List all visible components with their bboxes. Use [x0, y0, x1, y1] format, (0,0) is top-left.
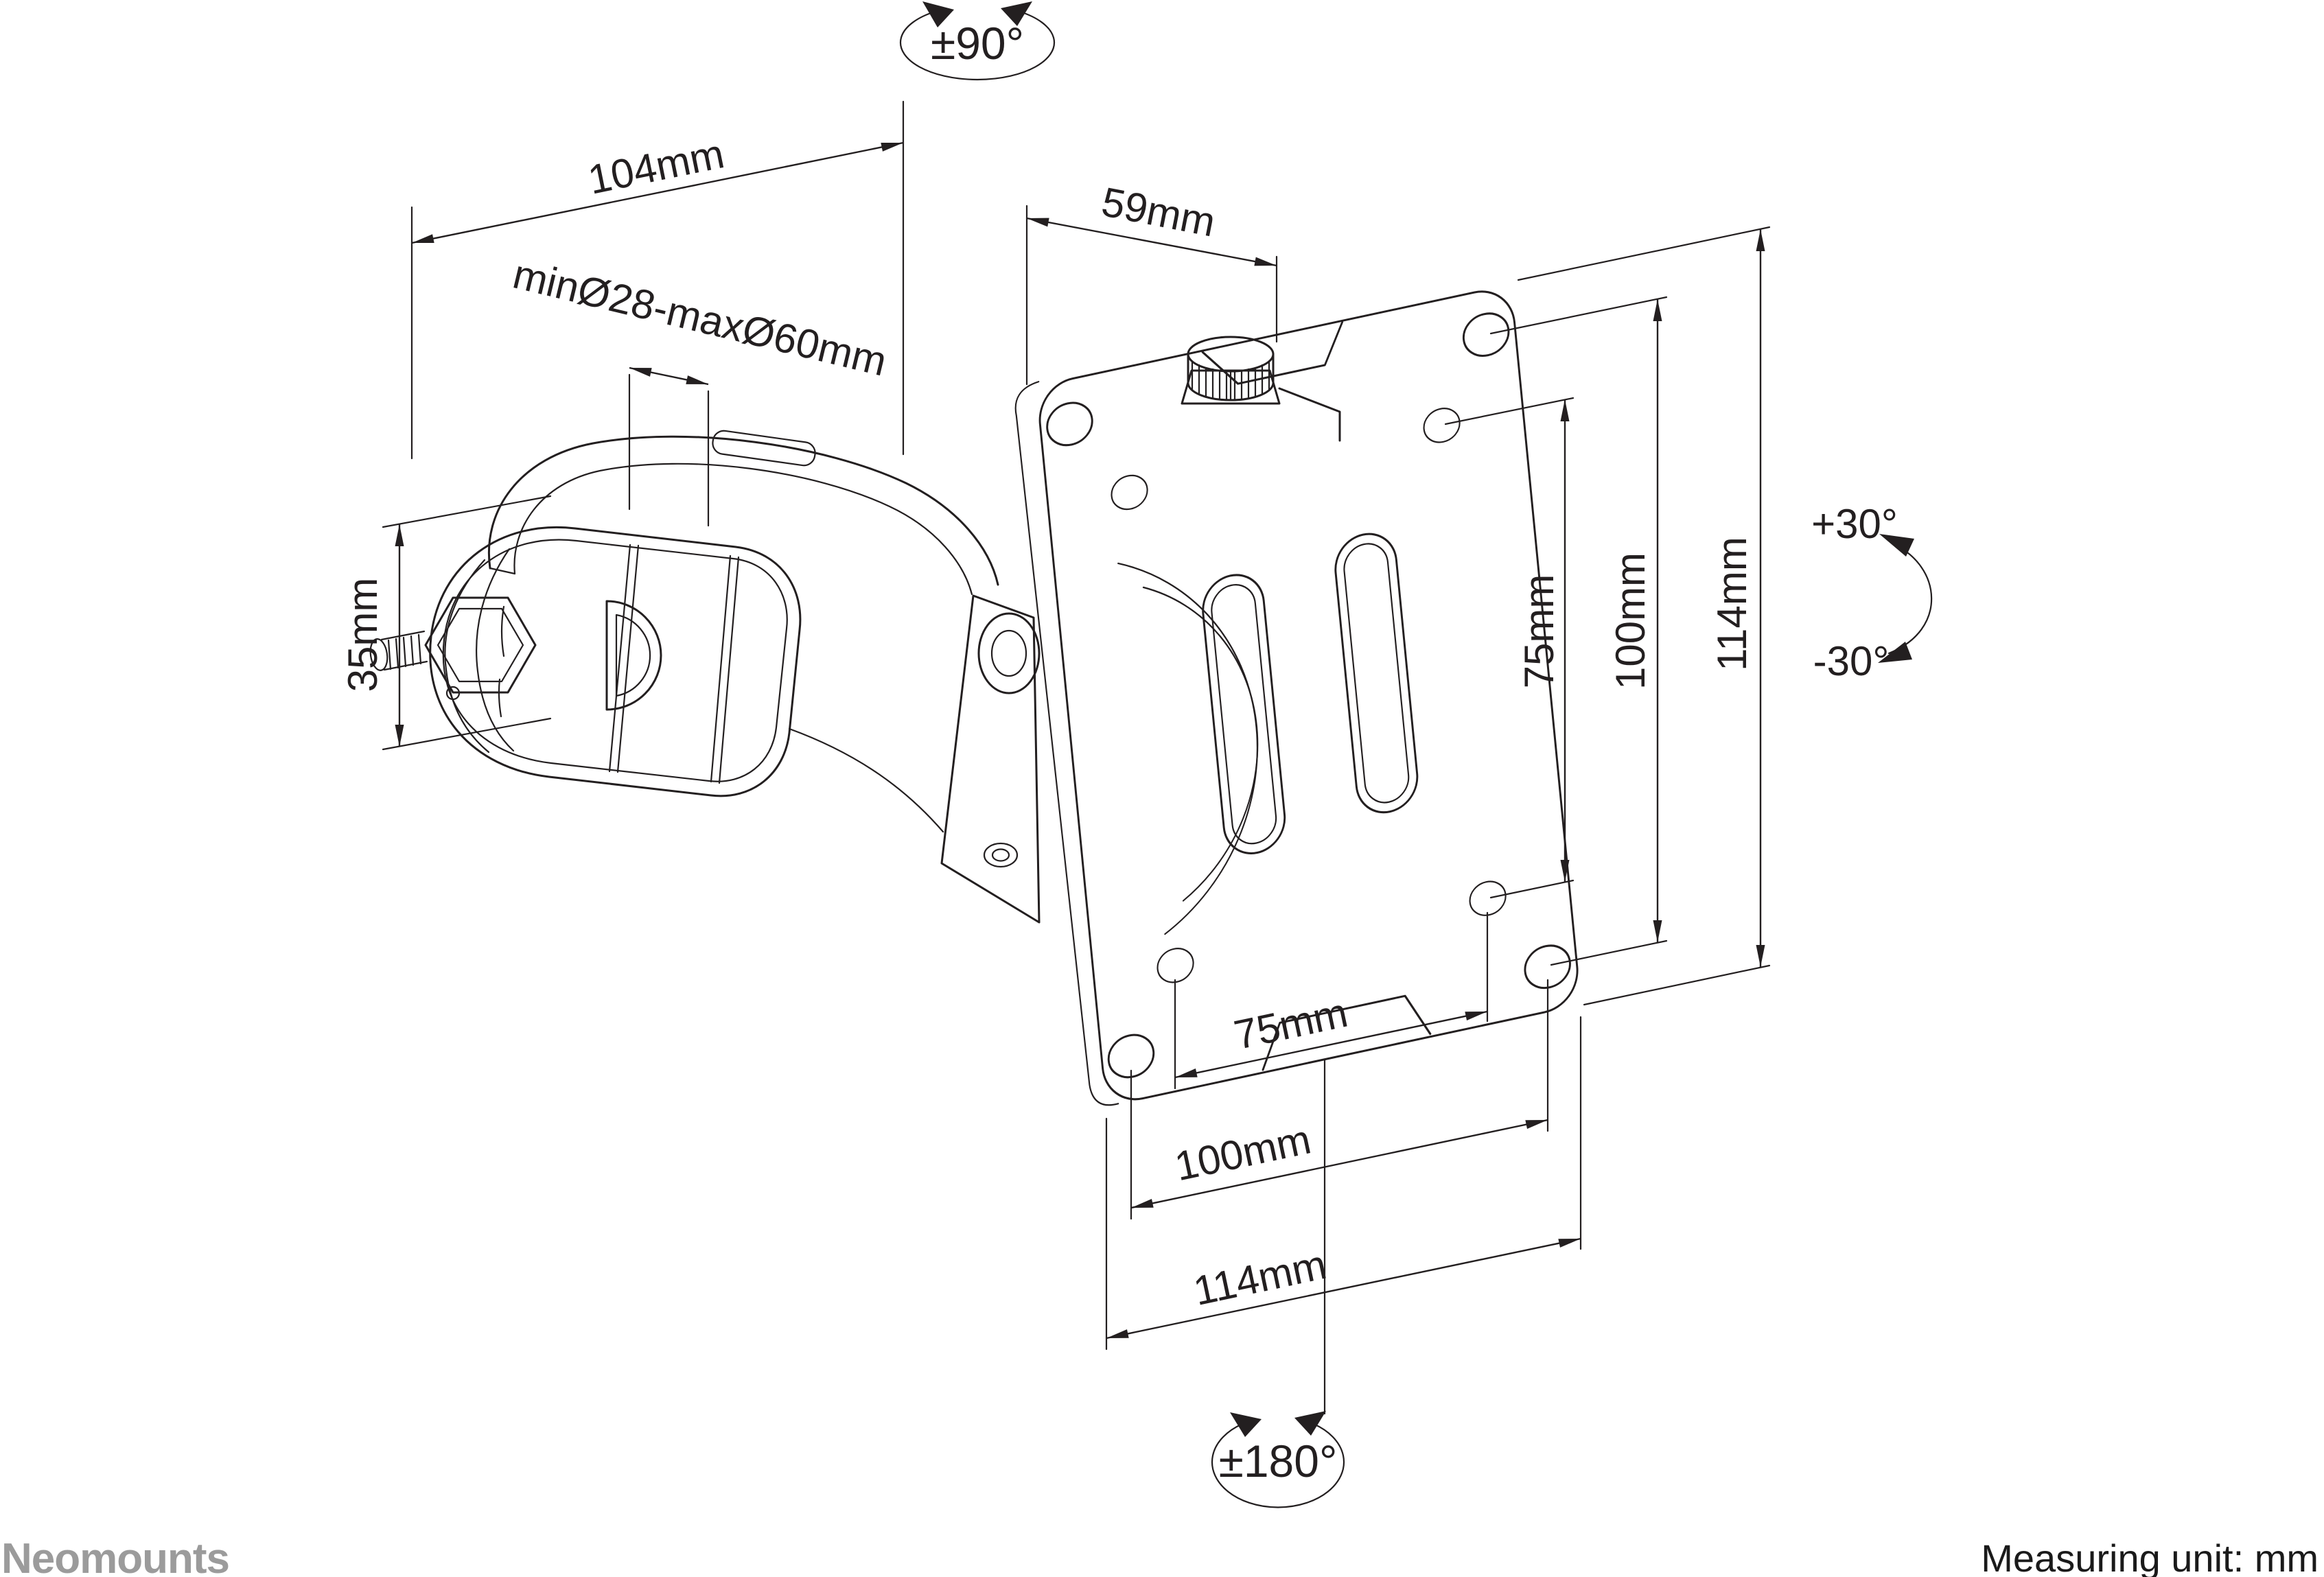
- swivel-arc: [899, 10, 1056, 81]
- vesa-top-notch: [1201, 320, 1344, 385]
- rotation-arrow-icon: [922, 1, 954, 27]
- dim-label-h75mm: 75mm: [1230, 990, 1351, 1058]
- vesa-plate-outline: [1038, 290, 1579, 1101]
- dimension-top-offset: 59mm: [1025, 178, 1278, 386]
- dimension-vesa-horizontal-75: 75mm: [1174, 911, 1489, 1090]
- pivot-screw-outer: [983, 842, 1019, 868]
- vesa-slot-right-inner: [1343, 543, 1410, 804]
- clamp-jaw-seam-2: [616, 544, 640, 773]
- vesa-hole-100-tl: [1046, 401, 1093, 447]
- pole-clamp-assembly: [369, 430, 1041, 924]
- vesa-slot-left: [1202, 574, 1286, 854]
- dim-label-v75mm: 75mm: [1516, 574, 1562, 689]
- clamp-cap-slot-mark-2: [498, 678, 502, 718]
- tilt-arrow-icon: [1878, 642, 1912, 663]
- vesa-hole-100-tr: [1462, 312, 1510, 357]
- clamp-cap-arc: [444, 559, 490, 754]
- tilt-up-label: +30°: [1811, 501, 1898, 547]
- dimension-line: [411, 141, 904, 244]
- extension-line: [1105, 1016, 1582, 1351]
- vesa-slot-right: [1334, 533, 1419, 814]
- clamp-cap-slot-mark: [500, 605, 505, 657]
- extension-line: [1444, 397, 1574, 899]
- brand-logo: Neomounts: [1, 1535, 229, 1577]
- clamp-hook-arm-outer: [488, 435, 999, 586]
- extension-line: [1489, 296, 1668, 966]
- clamp-jaw-seam-4: [710, 554, 732, 783]
- pivot-boss-outer: [977, 612, 1041, 694]
- vesa-plate: [1014, 290, 1579, 1106]
- thumbscrew-knob: [1181, 336, 1341, 442]
- vesa-hole-75-tr: [1423, 408, 1461, 443]
- rotation-arrow-icon: [1230, 1412, 1262, 1437]
- rotation-range-label: ±180°: [1219, 1436, 1338, 1486]
- vesa-hole-75-bl: [1157, 948, 1194, 983]
- swivel-range-label: ±90°: [931, 18, 1024, 69]
- tilt-arrow-icon: [1879, 534, 1914, 557]
- dimension-line: [1130, 1119, 1548, 1209]
- vesa-slot-left-inner: [1211, 584, 1277, 845]
- rotation-arc: [1211, 1423, 1345, 1508]
- dimension-line: [1174, 1010, 1488, 1079]
- rotation-arrow-icon: [1294, 1411, 1326, 1436]
- clamp-d-cutout: [605, 600, 662, 711]
- clamp-hook-arm-inner: [513, 463, 973, 596]
- dim-label-pole-range: minØ28-maxØ60mm: [509, 251, 891, 385]
- clamp-jaw-seam-3: [718, 556, 740, 784]
- clamp-body-inner-line: [442, 539, 788, 782]
- rotation-symbol: ±180°: [1211, 1059, 1345, 1508]
- clamp-hook-arm-end: [489, 567, 516, 575]
- clamp-cap-arc-2: [476, 548, 515, 752]
- vesa-hole-100-bl: [1107, 1033, 1155, 1079]
- pivot-boss-inner: [990, 629, 1027, 677]
- dim-label-104mm: 104mm: [584, 130, 728, 203]
- vesa-hole-75-tl: [1111, 474, 1148, 511]
- clamp-jaw-seam-1: [608, 544, 631, 773]
- dimension-clamp-height: 35mm: [340, 495, 552, 751]
- knob-sides: [1187, 353, 1275, 384]
- dim-label-v114mm: 114mm: [1709, 537, 1755, 671]
- knob-top: [1187, 336, 1275, 373]
- dimension-vesa-vertical-100: 100mm: [1489, 296, 1668, 966]
- tilt-bracket-curve: [788, 727, 944, 833]
- vesa-hole-100-br: [1524, 944, 1571, 990]
- clamp-d-cutout-inner: [615, 614, 651, 697]
- dimension-vesa-vertical-75: 75mm: [1444, 397, 1574, 899]
- rotation-arrow-icon: [1001, 1, 1032, 26]
- vesa-plate-front-edge: [1014, 381, 1119, 1106]
- measuring-unit-note: Measuring unit: mm: [1981, 1537, 2319, 1577]
- knob-knurling: [1191, 360, 1270, 401]
- clamp-body-outline: [429, 526, 802, 797]
- tilt-housing-arc-2: [1142, 586, 1259, 902]
- tilt-symbol: +30° -30°: [1811, 501, 1933, 684]
- tilt-arc: [1887, 542, 1933, 655]
- clamp-arm-slot: [712, 430, 816, 467]
- dimension-line: [629, 366, 709, 386]
- dimension-plate-width-114: 114mm: [1105, 1016, 1582, 1351]
- extension-line: [1517, 226, 1771, 1006]
- tilt-down-label: -30°: [1813, 638, 1890, 684]
- swivel-symbol: ±90°: [899, 1, 1056, 456]
- dim-label-35mm: 35mm: [340, 578, 386, 692]
- pivot-screw-inner: [991, 848, 1010, 862]
- dimension-line: [1106, 1237, 1581, 1340]
- dimension-line: [1026, 217, 1277, 267]
- clamp-stud-cap: [369, 638, 388, 671]
- tilt-housing-arc: [1117, 562, 1258, 935]
- dim-label-h100mm: 100mm: [1171, 1116, 1315, 1189]
- clamp-hex-nut: [424, 596, 537, 694]
- dim-label-v100mm: 100mm: [1607, 552, 1653, 690]
- extension-line: [382, 495, 552, 751]
- tilt-bracket: [940, 594, 1041, 924]
- extension-line: [628, 373, 710, 527]
- dimension-plate-height-114: 114mm: [1517, 226, 1771, 1006]
- dim-label-h114mm: 114mm: [1189, 1241, 1330, 1314]
- clamp-hex-nut-inner: [437, 607, 524, 683]
- dimension-pole-range: minØ28-maxØ60mm: [509, 251, 891, 527]
